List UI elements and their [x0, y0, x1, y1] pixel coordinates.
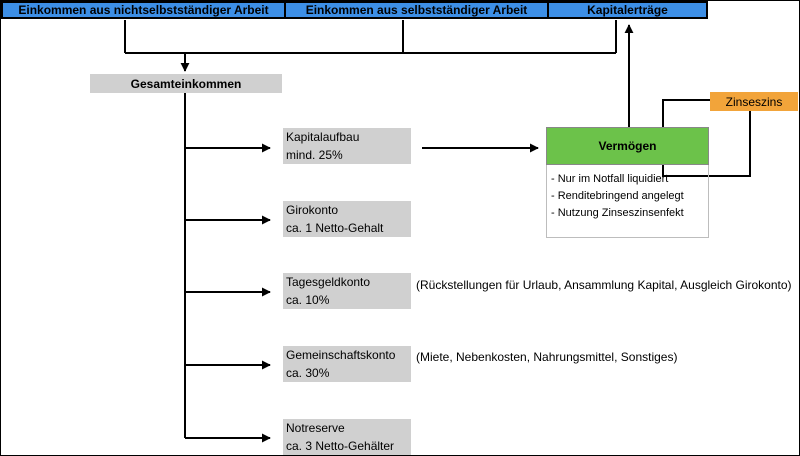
note-gemeinschaftskonto: (Miete, Nebenkosten, Nahrungsmittel, Son… — [416, 350, 678, 364]
account-tagesgeldkonto: Tagesgeldkonto ca. 10% — [283, 273, 411, 309]
account-share: ca. 1 Netto-Gehalt — [286, 221, 384, 235]
zinseszins-box: Zinseszins — [710, 92, 798, 111]
account-share: ca. 30% — [286, 366, 330, 380]
gesamteinkommen-box: Gesamteinkommen — [90, 74, 282, 93]
source-kapitalertraege: Kapitalerträge — [547, 1, 708, 19]
account-notreserve: Notreserve ca. 3 Netto-Gehälter — [283, 419, 411, 455]
account-girokonto: Girokonto ca. 1 Netto-Gehalt — [283, 201, 411, 237]
note-tagesgeldkonto: (Rückstellungen für Urlaub, Ansammlung K… — [416, 278, 792, 292]
account-name: Kapitalaufbau — [286, 130, 360, 144]
source-nichtselbststaendig: Einkommen aus nichtselbstständiger Arbei… — [1, 1, 286, 19]
account-name: Notreserve — [286, 421, 345, 435]
vermoegen-point: - Renditebringend angelegt — [551, 190, 684, 202]
vermoegen-point: - Nutzung Zinseszinsenfekt — [551, 207, 684, 219]
account-share: ca. 3 Netto-Gehälter — [286, 439, 395, 453]
vermoegen-point: - Nur im Notfall liquidiert — [551, 173, 669, 185]
account-gemeinschaftskonto: Gemeinschaftskonto ca. 30% — [283, 346, 411, 382]
account-share: mind. 25% — [286, 148, 343, 162]
source-selbststaendig: Einkommen aus selbstständiger Arbeit — [284, 1, 549, 19]
account-name: Tagesgeldkonto — [286, 275, 371, 289]
account-name: Gemeinschaftskonto — [286, 348, 396, 362]
zinseszins-loop-out — [662, 99, 710, 127]
account-name: Girokonto — [286, 203, 339, 217]
account-kapitalaufbau: Kapitalaufbau mind. 25% — [283, 128, 411, 164]
vermoegen-list: - Nur im Notfall liquidiert - Renditebri… — [546, 165, 709, 238]
account-share: ca. 10% — [286, 293, 330, 307]
vermoegen-box: Vermögen — [546, 127, 709, 165]
